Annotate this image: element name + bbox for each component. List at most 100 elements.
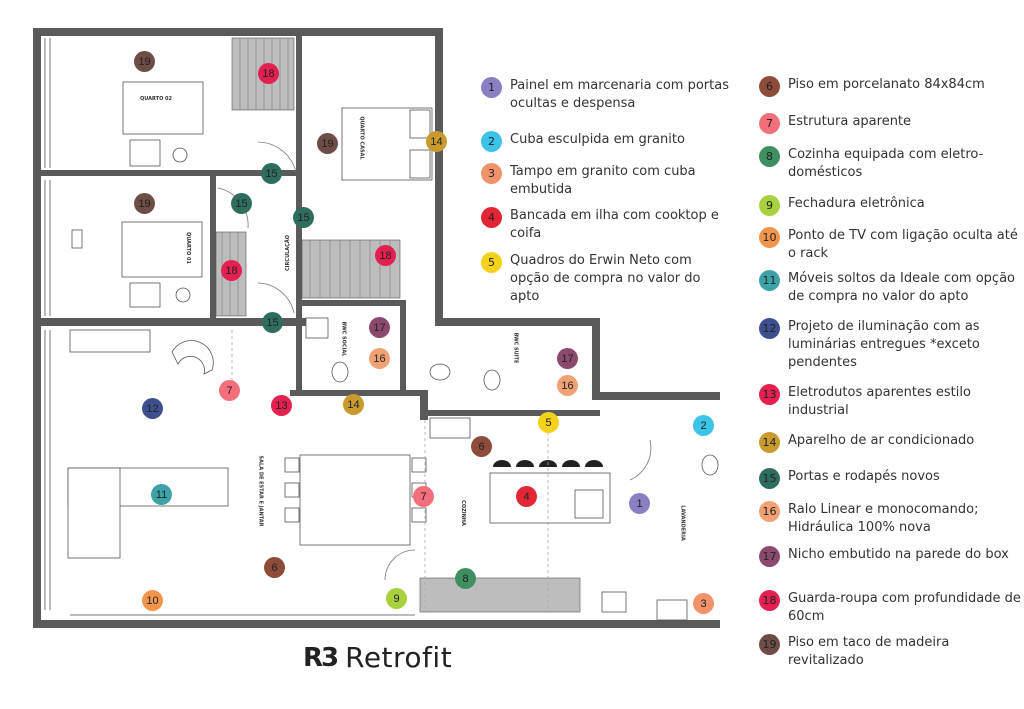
room-label-quarto-casal: QUARTO CASAL <box>358 116 365 160</box>
legend-number: 12 <box>759 318 780 339</box>
legend-text: Tampo em granito com cuba embutida <box>510 164 696 197</box>
legend-text: Cuba esculpida em granito <box>510 132 685 147</box>
plan-marker: 19 <box>317 133 338 154</box>
legend-number: 18 <box>759 590 780 611</box>
brand-mark: R3 <box>303 642 339 673</box>
plan-marker: 3 <box>693 593 714 614</box>
legend-number: 16 <box>759 501 780 522</box>
legend-text: Móveis soltos da Ideale com opção de com… <box>788 271 1015 304</box>
legend-number: 5 <box>481 252 502 273</box>
legend-item: 10 Ponto de TV com ligação oculta até o r… <box>759 227 1021 263</box>
legend-number: 13 <box>759 384 780 405</box>
legend-text: Ponto de TV com ligação oculta até o rac… <box>788 228 1018 261</box>
legend-item: 3 Tampo em granito com cuba embutida <box>481 163 731 199</box>
legend-number: 6 <box>759 76 780 97</box>
plan-marker: 14 <box>426 131 447 152</box>
plan-marker: 13 <box>271 395 292 416</box>
plan-marker: 12 <box>142 398 163 419</box>
legend-text: Ralo Linear e monocomando; Hidráulica 10… <box>788 502 979 535</box>
plan-marker: 2 <box>693 415 714 436</box>
legend-item: 4 Bancada em ilha com cooktop e coifa <box>481 207 731 243</box>
plan-marker: 15 <box>231 193 252 214</box>
legend-text: Painel em marcenaria com portas ocultas … <box>510 78 729 111</box>
legend-number: 4 <box>481 207 502 228</box>
legend-item: 6 Piso em porcelanato 84x84cm <box>759 76 1021 97</box>
legend-number: 15 <box>759 468 780 489</box>
room-label-quarto-02: QUARTO 02 <box>140 96 173 102</box>
brand-name: Retrofit <box>345 641 453 674</box>
legend-text: Guarda-roupa com profundidade de 60cm <box>788 591 1021 624</box>
legend-number: 10 <box>759 227 780 248</box>
plan-marker: 7 <box>219 380 240 401</box>
legend-item: 5 Quadros do Erwin Neto com opção de comp… <box>481 252 731 306</box>
plan-marker: 4 <box>516 486 537 507</box>
legend-text: Cozinha equipada com eletro-domésticos <box>788 147 984 180</box>
plan-marker: 18 <box>375 245 396 266</box>
room-label-cozinha: COZINHA <box>459 500 466 526</box>
plan-marker: 17 <box>369 317 390 338</box>
legend-text: Portas e rodapés novos <box>788 469 940 484</box>
legend-number: 19 <box>759 634 780 655</box>
plan-marker: 15 <box>293 207 314 228</box>
plan-marker: 14 <box>343 394 364 415</box>
plan-marker: 16 <box>557 375 578 396</box>
plan-marker: 11 <box>151 484 172 505</box>
room-label-bwc-social: BWC SOCIAL <box>340 321 347 357</box>
legend-item: 2 Cuba esculpida em granito <box>481 131 731 152</box>
plan-marker: 8 <box>455 568 476 589</box>
legend-item: 8 Cozinha equipada com eletro-domésticos <box>759 146 1021 182</box>
legend-item: 19 Piso em taco de madeira revitalizado <box>759 634 1021 670</box>
plan-marker: 6 <box>471 436 492 457</box>
legend-item: 13 Eletrodutos aparentes estilo industria… <box>759 384 1021 420</box>
plan-marker: 10 <box>142 590 163 611</box>
legend-text: Projeto de iluminação com as luminárias … <box>788 319 980 370</box>
legend-item: 18 Guarda-roupa com profundidade de 60cm <box>759 590 1021 626</box>
plan-marker: 18 <box>221 260 242 281</box>
plan-marker: 7 <box>413 486 434 507</box>
legend-item: 17 Nicho embutido na parede do box <box>759 546 1021 567</box>
legend-number: 2 <box>481 131 502 152</box>
plan-marker: 1 <box>629 493 650 514</box>
room-label-circulacao: CIRCULAÇÃO <box>284 235 291 271</box>
room-label-bwc-suite: BWC SUITE <box>512 332 519 364</box>
plan-marker: 17 <box>557 348 578 369</box>
plan-marker: 18 <box>258 63 279 84</box>
legend-number: 14 <box>759 432 780 453</box>
room-label-lavanderia: LAVANDERIA <box>679 505 686 541</box>
legend-number: 17 <box>759 546 780 567</box>
room-label-sala: SALA DE ESTAR E JANTAR <box>257 455 264 527</box>
plan-marker: 16 <box>369 348 390 369</box>
legend-item: 16 Ralo Linear e monocomando; Hidráulica … <box>759 501 1021 537</box>
legend-text: Piso em taco de madeira revitalizado <box>788 635 950 668</box>
legend-number: 3 <box>481 163 502 184</box>
legend-item: 14 Aparelho de ar condicionado <box>759 432 1021 453</box>
legend-item: 11 Móveis soltos da Ideale com opção de c… <box>759 270 1021 306</box>
legend-text: Nicho embutido na parede do box <box>788 547 1009 562</box>
legend-text: Bancada em ilha com cooktop e coifa <box>510 208 719 241</box>
legend-text: Eletrodutos aparentes estilo industrial <box>788 385 971 418</box>
legend-number: 9 <box>759 195 780 216</box>
legend-item: 1 Painel em marcenaria com portas ocultas… <box>481 77 731 113</box>
legend-text: Aparelho de ar condicionado <box>788 433 975 448</box>
legend-text: Quadros do Erwin Neto com opção de compr… <box>510 253 701 304</box>
brand-logo: R3 Retrofit <box>303 641 452 674</box>
legend-item: 12 Projeto de iluminação com as luminária… <box>759 318 1021 372</box>
legend-number: 1 <box>481 77 502 98</box>
legend-number: 7 <box>759 113 780 134</box>
plan-marker: 19 <box>134 51 155 72</box>
plan-marker: 5 <box>538 412 559 433</box>
legend-item: 9 Fechadura eletrônica <box>759 195 1021 216</box>
plan-marker: 6 <box>264 557 285 578</box>
legend-item: 7 Estrutura aparente <box>759 113 1021 134</box>
legend-text: Piso em porcelanato 84x84cm <box>788 77 985 92</box>
plan-marker: 15 <box>261 163 282 184</box>
legend-text: Estrutura aparente <box>788 114 912 129</box>
floor-plan <box>33 28 720 628</box>
legend-text: Fechadura eletrônica <box>788 196 925 211</box>
legend-number: 11 <box>759 270 780 291</box>
room-label-quarto-01: QUARTO 01 <box>185 231 192 265</box>
plan-marker: 19 <box>134 193 155 214</box>
plan-marker: 15 <box>262 312 283 333</box>
plan-marker: 9 <box>386 588 407 609</box>
legend-number: 8 <box>759 146 780 167</box>
